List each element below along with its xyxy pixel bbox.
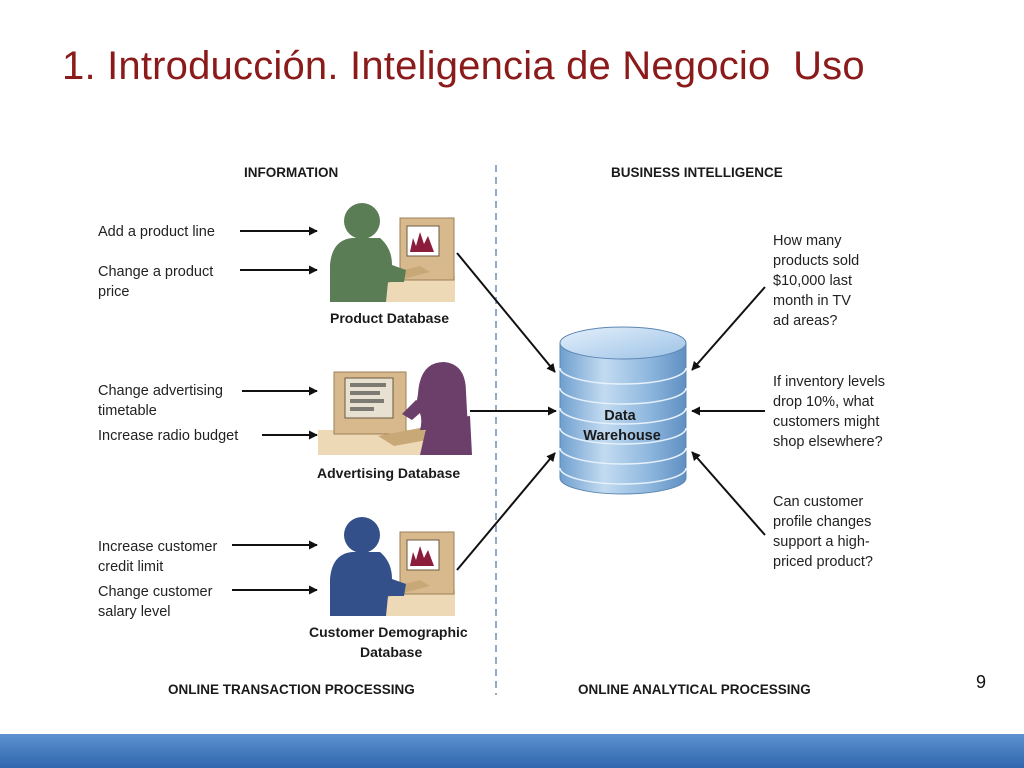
bi-question-1: How many products sold $10,000 last mont… bbox=[773, 233, 863, 329]
header-online-transaction-processing: ONLINE TRANSACTION PROCESSING bbox=[168, 682, 415, 697]
input-label: Change customer salary level bbox=[98, 584, 216, 620]
slide-title: 1. Introducción. Inteligencia de Negocio… bbox=[62, 44, 865, 88]
database-cylinder-icon bbox=[559, 326, 687, 495]
person-at-computer-icon bbox=[330, 517, 455, 616]
bi-architecture-diagram: INFORMATION BUSINESS INTELLIGENCE ONLINE… bbox=[98, 165, 889, 697]
arrow bbox=[691, 286, 766, 371]
footer-bar bbox=[0, 734, 1024, 768]
input-label: Change a product price bbox=[98, 264, 217, 300]
bi-question-2: If inventory levels drop 10%, what custo… bbox=[773, 374, 889, 450]
product-database-group: Add a product line Change a product pric… bbox=[98, 203, 455, 326]
product-database-label: Product Database bbox=[330, 310, 449, 326]
customer-demographic-database-group: Increase customer credit limit Change cu… bbox=[98, 517, 472, 660]
arrow bbox=[456, 452, 556, 571]
svg-text:How many products sold: How many products sold $10,000 last mont… bbox=[773, 233, 863, 329]
input-label: Add a product line bbox=[98, 224, 215, 240]
data-warehouse: Data Warehouse bbox=[559, 326, 687, 495]
header-information: INFORMATION bbox=[244, 165, 338, 180]
data-warehouse-label: Data Warehouse bbox=[583, 408, 661, 444]
arrow bbox=[691, 451, 766, 536]
input-label: Increase radio budget bbox=[98, 428, 238, 444]
header-business-intelligence: BUSINESS INTELLIGENCE bbox=[611, 165, 783, 180]
person-at-computer-icon bbox=[318, 362, 472, 455]
bi-question-3: Can customer profile changes support a h… bbox=[773, 494, 875, 570]
advertising-database-group: Change advertising timetable Increase ra… bbox=[98, 362, 472, 481]
input-label: Increase customer credit limit bbox=[98, 539, 221, 575]
header-online-analytical-processing: ONLINE ANALYTICAL PROCESSING bbox=[578, 682, 811, 697]
svg-text:Can customer profile cha: Can customer profile changes support a h… bbox=[773, 494, 875, 570]
arrow bbox=[456, 252, 556, 373]
svg-text:If inventory levels drop: If inventory levels drop 10%, what custo… bbox=[773, 374, 889, 450]
input-label: Change advertising timetable bbox=[98, 383, 227, 419]
page-number: 9 bbox=[975, 672, 986, 692]
advertising-database-label: Advertising Database bbox=[317, 465, 460, 481]
customer-demographic-database-label: Customer Demographic Database bbox=[309, 624, 472, 660]
person-at-computer-icon bbox=[330, 203, 455, 302]
